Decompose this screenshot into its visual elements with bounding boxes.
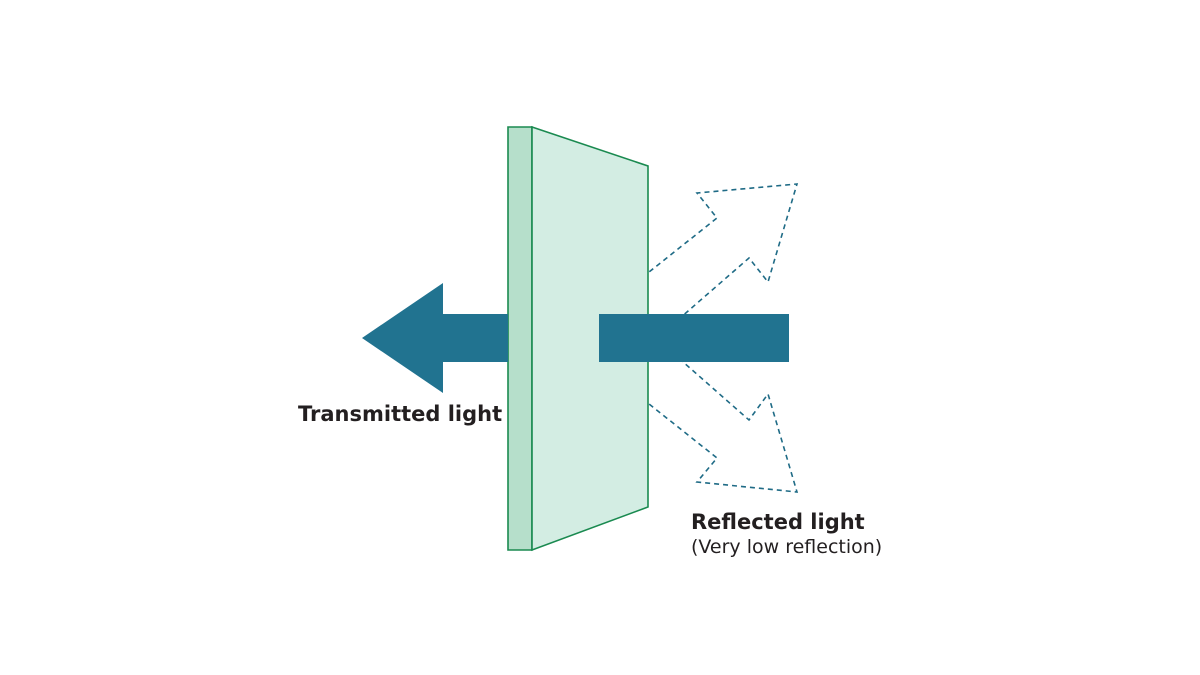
glass-pane-edge [507, 126, 533, 551]
incident-light-beam [599, 314, 789, 362]
transmitted-light-label: Transmitted light [298, 402, 503, 426]
transmitted-arrow [362, 283, 508, 393]
glass-pane-face [531, 125, 649, 552]
reflected-light-caption: Reflected light (Very low reflection) [691, 510, 882, 558]
reflected-light-label: Reflected light [691, 510, 865, 534]
reflected-light-note: (Very low reflection) [691, 536, 883, 558]
